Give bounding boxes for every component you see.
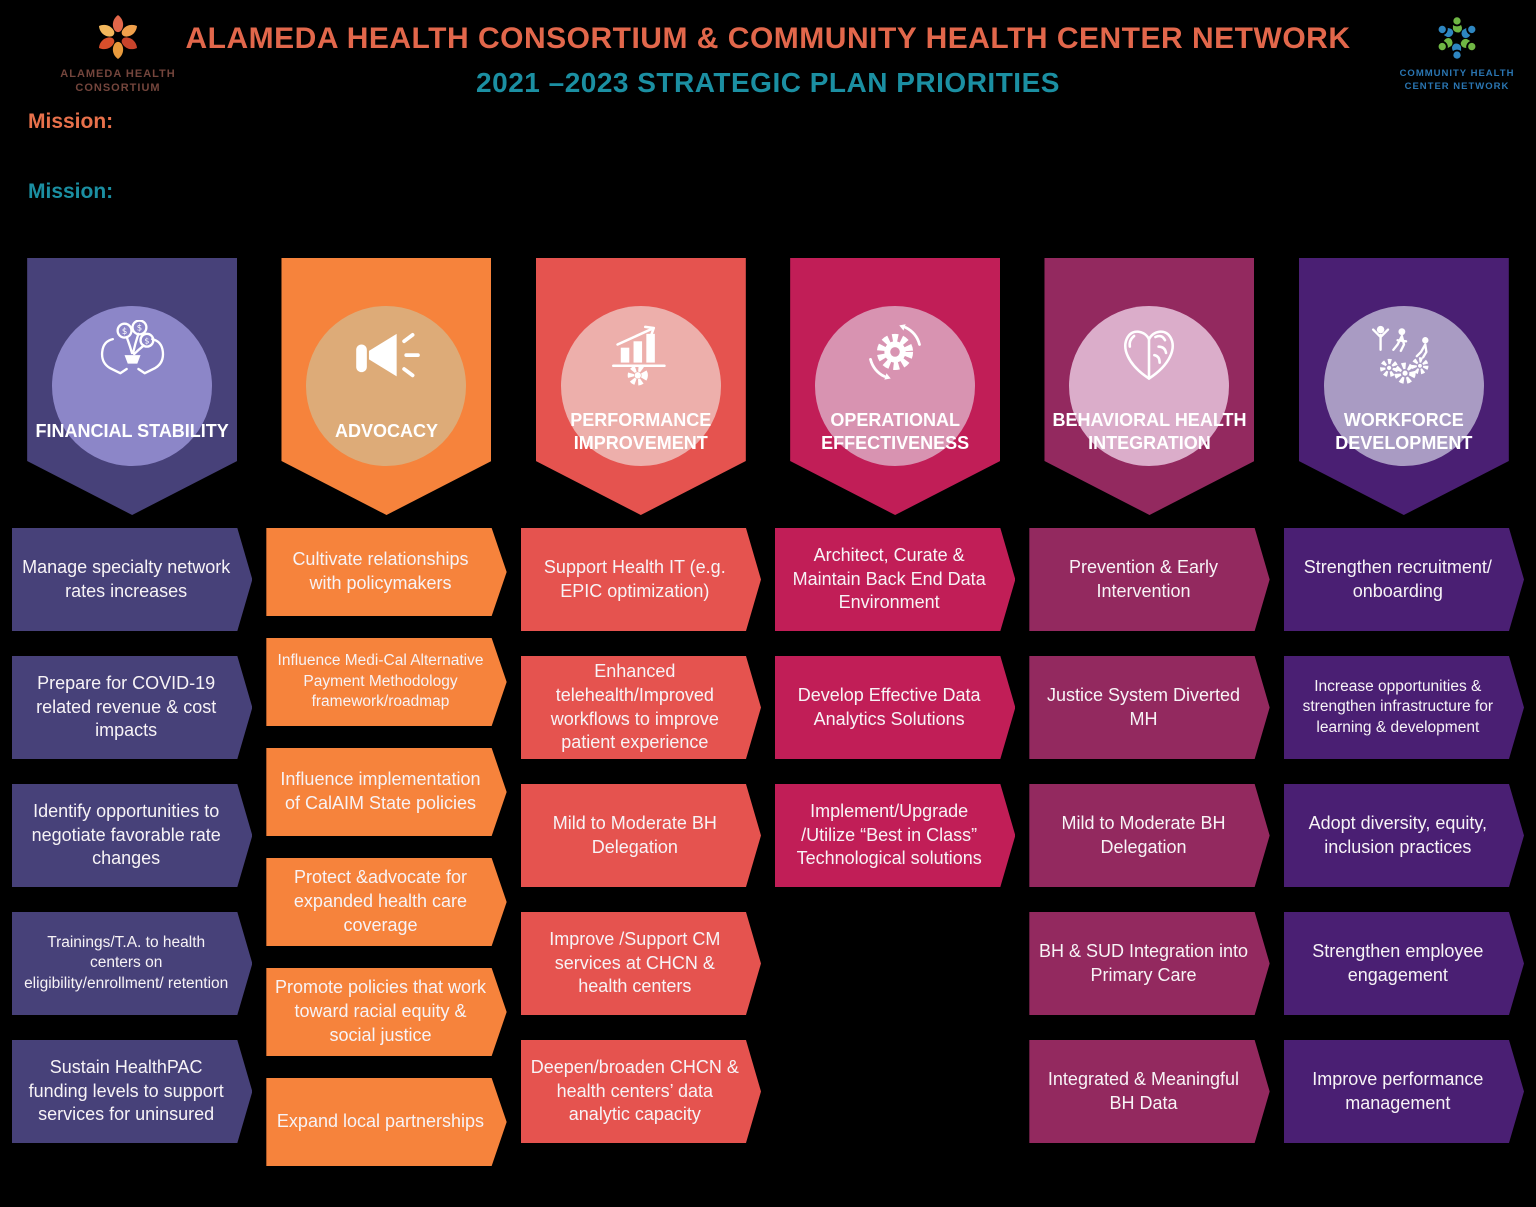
strategy-item: Mild to Moderate BH Delegation	[521, 784, 761, 887]
strategy-item: Prepare for COVID-19 related revenue & c…	[12, 656, 252, 759]
banner-operational-effectiveness: OPERATIONAL EFFECTIVENESS	[790, 258, 1001, 515]
banner-performance-improvement: PERFORMANCE IMPROVEMENT	[535, 258, 746, 515]
strategy-item: Manage specialty network rates increases	[12, 528, 252, 631]
banner-circle	[306, 306, 467, 466]
strategy-item: Support Health IT (e.g. EPIC optimizatio…	[521, 528, 761, 631]
chart-gear-icon	[611, 325, 666, 386]
column-workforce-development: WORKFORCE DEVELOPMENT Strengthen recruit…	[1284, 258, 1524, 1188]
banner-title: WORKFORCE DEVELOPMENT	[1335, 409, 1473, 453]
svg-text:$: $	[122, 327, 127, 337]
column-operational-effectiveness: OPERATIONAL EFFECTIVENESS Architect, Cur…	[775, 258, 1015, 1188]
banner-title: PERFORMANCE IMPROVEMENT	[570, 409, 712, 453]
banner-title: OPERATIONAL EFFECTIVENESS	[821, 409, 970, 453]
heart-brain-icon	[1124, 330, 1175, 380]
mission-label-consortium: Mission:	[28, 110, 114, 133]
strategy-item: Cultivate relationships with policymaker…	[266, 528, 506, 616]
strategy-item: Implement/Upgrade /Utilize “Best in Clas…	[775, 784, 1015, 887]
banner-advocacy: ADVOCACY	[281, 258, 492, 515]
strategy-item: Develop Effective Data Analytics Solutio…	[775, 656, 1015, 759]
svg-text:$: $	[137, 324, 142, 334]
strategy-item: Increase opportunities & strengthen infr…	[1284, 656, 1524, 759]
banner-title: FINANCIAL STABILITY	[35, 421, 229, 442]
gear-cycle-icon	[869, 324, 922, 380]
banner-title: BEHAVIORAL HEALTH INTEGRATION	[1052, 409, 1247, 453]
column-financial-stability: $ $ $ FINANCIAL STABILITY Manage special…	[12, 258, 252, 1188]
banner-title: ADVOCACY	[334, 421, 438, 442]
column-performance-improvement: PERFORMANCE IMPROVEMENT Support Health I…	[521, 258, 761, 1188]
pinwheel-logo-icon	[1438, 17, 1476, 59]
banner-circle	[815, 306, 976, 466]
logo-left-text-line2: CONSORTIUM	[75, 81, 161, 94]
strategy-item: Prevention & Early Intervention	[1029, 528, 1269, 631]
strategy-item: Adopt diversity, equity, inclusion pract…	[1284, 784, 1524, 887]
strategy-item: Architect, Curate & Maintain Back End Da…	[775, 528, 1015, 631]
priority-columns: $ $ $ FINANCIAL STABILITY Manage special…	[12, 258, 1524, 1188]
strategy-item: Protect &advocate for expanded health ca…	[266, 858, 506, 946]
strategy-item: Justice System Diverted MH	[1029, 656, 1269, 759]
strategy-item: Promote policies that work toward racial…	[266, 968, 506, 1056]
strategy-item: BH & SUD Integration into Primary Care	[1029, 912, 1269, 1015]
strategy-item: Deepen/broaden CHCN & health centers’ da…	[521, 1040, 761, 1143]
strategy-item: Integrated & Meaningful BH Data	[1029, 1040, 1269, 1143]
column-advocacy: ADVOCACY Cultivate relationships with po…	[266, 258, 506, 1188]
hands-money-icon: $ $ $	[101, 320, 165, 375]
alameda-health-consortium-logo: ALAMEDA HEALTH CONSORTIUM	[18, 8, 218, 96]
subtitle: 2021 –2023 STRATEGIC PLAN PRIORITIES	[476, 67, 1060, 98]
logo-right-text-line2: CENTER NETWORK	[1404, 80, 1510, 92]
banner-behavioral-health-integration: BEHAVIORAL HEALTH INTEGRATION	[1044, 258, 1255, 515]
community-health-center-network-logo: COMMUNITY HEALTH CENTER NETWORK	[1392, 10, 1522, 94]
strategy-item: Strengthen recruitment/ onboarding	[1284, 528, 1524, 631]
strategy-item: Improve /Support CM services at CHCN & h…	[521, 912, 761, 1015]
svg-text:$: $	[145, 336, 150, 345]
strategy-item: Influence Medi-Cal Alternative Payment M…	[266, 638, 506, 726]
people-gears-icon	[1371, 325, 1429, 384]
strategy-item: Expand local partnerships	[266, 1078, 506, 1166]
mission-label-network: Mission:	[28, 180, 114, 203]
strategy-item: Strengthen employee engagement	[1284, 912, 1524, 1015]
strategy-item: Influence implementation of CalAIM State…	[266, 748, 506, 836]
megaphone-icon	[356, 333, 421, 378]
banner-financial-stability: $ $ $ FINANCIAL STABILITY	[27, 258, 238, 515]
banner-workforce-development: WORKFORCE DEVELOPMENT	[1298, 258, 1509, 515]
strategy-item: Mild to Moderate BH Delegation	[1029, 784, 1269, 887]
strategy-item: Sustain HealthPAC funding levels to supp…	[12, 1040, 252, 1143]
strategy-item: Enhanced telehealth/Improved workflows t…	[521, 656, 761, 759]
main-title: ALAMEDA HEALTH CONSORTIUM & COMMUNITY HE…	[185, 22, 1351, 55]
strategy-item: Identify opportunities to negotiate favo…	[12, 784, 252, 887]
page-title: ALAMEDA HEALTH CONSORTIUM & COMMUNITY HE…	[0, 22, 1536, 99]
banner-circle	[1069, 306, 1230, 466]
strategy-item: Improve performance management	[1284, 1040, 1524, 1143]
logo-left-text-line1: ALAMEDA HEALTH	[60, 68, 176, 80]
logo-right-text-line1: COMMUNITY HEALTH	[1399, 68, 1515, 79]
strategy-item: Trainings/T.A. to health centers on elig…	[12, 912, 252, 1015]
column-behavioral-health-integration: BEHAVIORAL HEALTH INTEGRATION Prevention…	[1029, 258, 1269, 1188]
flower-logo-icon	[99, 15, 137, 59]
